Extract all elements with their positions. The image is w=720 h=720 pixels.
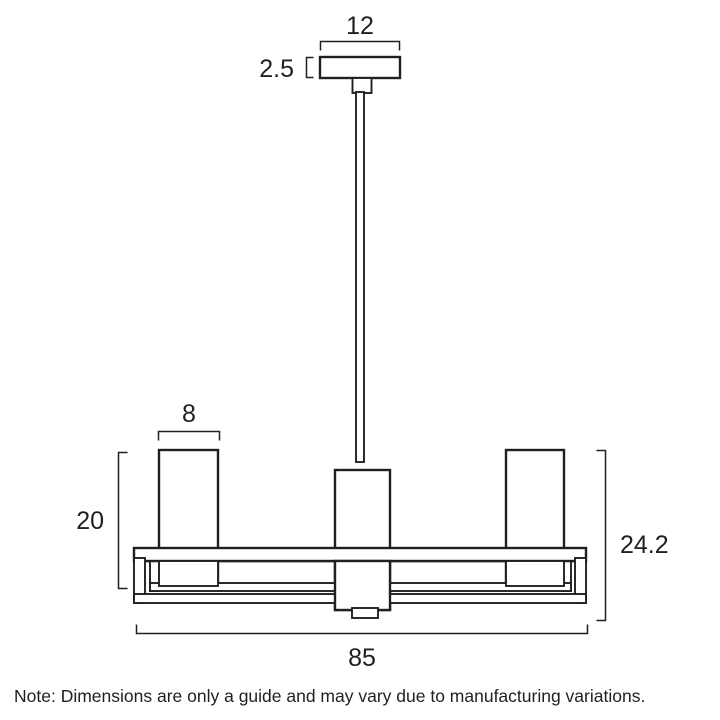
dimension-fixture-height: 24.2: [596, 449, 669, 622]
dimension-canopy-width: 12: [319, 12, 401, 51]
suspension-rod: [355, 91, 365, 463]
overall-width-label: 85: [348, 644, 376, 672]
fixture-height-label: 24.2: [620, 531, 669, 559]
shade-drop-bracket: [117, 451, 128, 590]
canopy-width-bracket: [319, 40, 401, 51]
shade-width-label: 8: [182, 400, 196, 428]
fixture-height-bracket: [596, 449, 607, 622]
shade-right-inside-frame: [505, 560, 565, 587]
dimension-canopy-height: 2.5: [259, 55, 314, 83]
dimension-overall-width: 85: [135, 624, 589, 672]
overall-width-bracket: [135, 624, 589, 635]
canopy-group: [318, 55, 402, 463]
dimension-shade-width: 8: [157, 400, 221, 441]
center-body-lower: [333, 559, 392, 612]
shade-width-bracket: [157, 430, 221, 441]
canopy-width-label: 12: [346, 12, 374, 40]
disclaimer-note: Note: Dimensions are only a guide and ma…: [14, 686, 645, 706]
dimension-shade-drop: 20: [76, 451, 128, 590]
center-body-tab: [351, 607, 379, 619]
canopy-plate: [318, 55, 402, 80]
canopy-height-bracket: [305, 56, 314, 79]
canopy-height-label: 2.5: [259, 55, 294, 83]
fixture-body-group: [132, 448, 588, 619]
shade-left-inside-frame: [158, 560, 219, 587]
rod-connector-block: [351, 77, 373, 94]
frame-top-rail: [132, 546, 588, 563]
shade-drop-label: 20: [76, 507, 104, 535]
